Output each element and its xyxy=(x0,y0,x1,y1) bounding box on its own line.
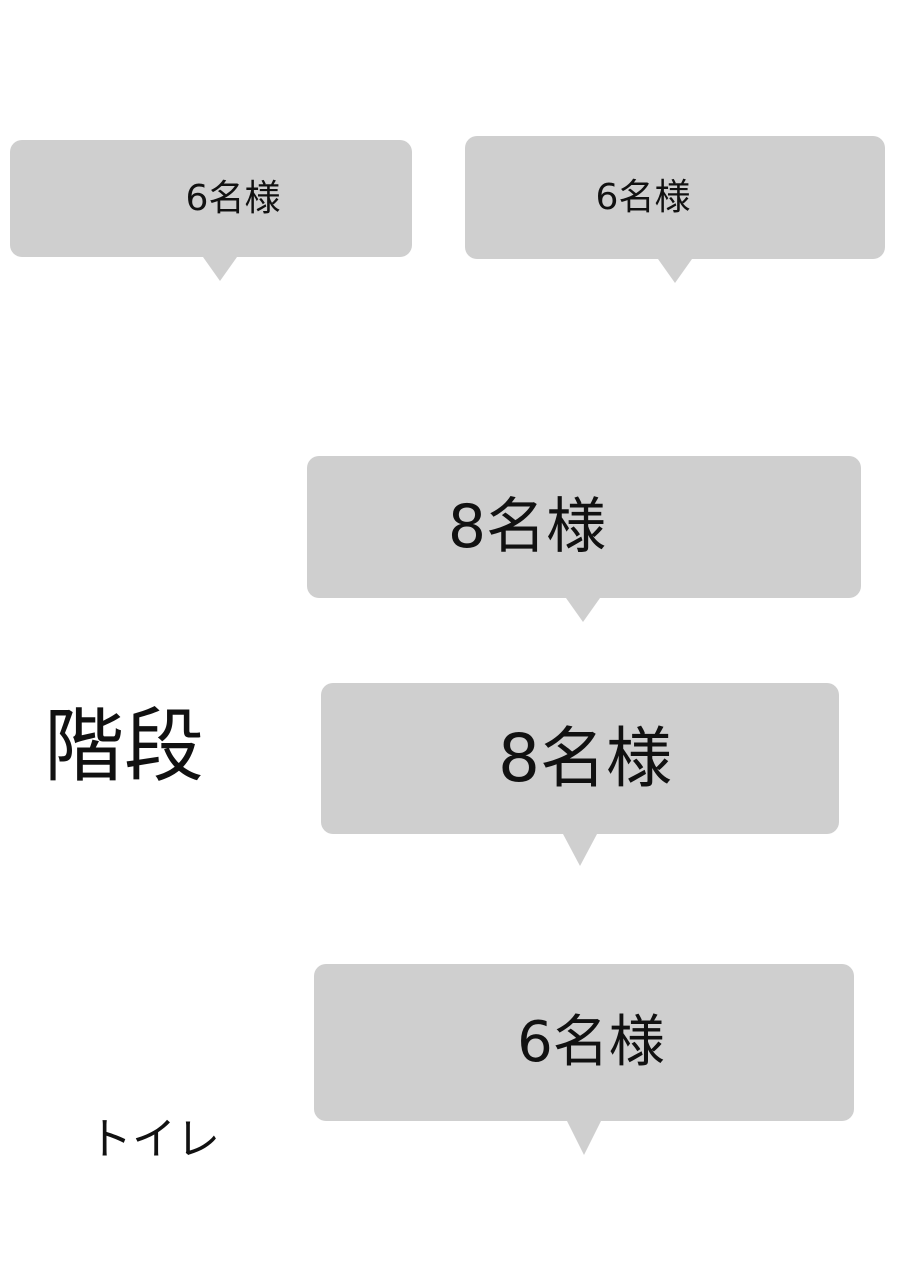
seat-count-label: 6名様 xyxy=(185,177,281,219)
toilet-label: トイレ xyxy=(88,1114,220,1165)
seat-count-label: 6名様 xyxy=(517,1009,665,1075)
seat-bubble-6-top-left: 6名様 xyxy=(10,140,412,281)
seat-count-label: 8名様 xyxy=(498,719,672,797)
seat-bubble-8-upper: 8名様 xyxy=(307,456,861,622)
bubble-pointer xyxy=(567,1121,601,1155)
seat-bubble-6-bottom: 6名様 xyxy=(314,964,854,1155)
stairs-label: 階段 xyxy=(44,700,204,793)
bubble-pointer xyxy=(203,257,237,281)
seat-count-label: 6名様 xyxy=(595,176,691,218)
bubble-pointer xyxy=(566,598,600,622)
seat-bubble-8-lower: 8名様 xyxy=(321,683,839,866)
seat-count-label: 8名様 xyxy=(447,492,607,562)
seat-bubble-6-top-right: 6名様 xyxy=(465,136,885,283)
bubble-pointer xyxy=(563,834,597,866)
bubble-pointer xyxy=(658,259,692,283)
